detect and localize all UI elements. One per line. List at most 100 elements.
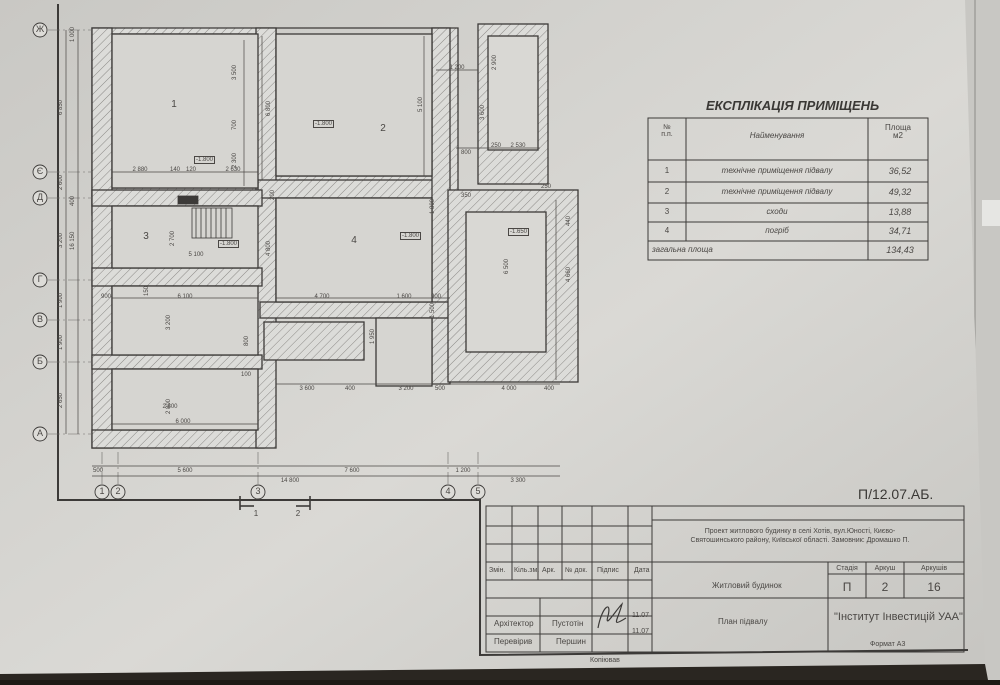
dimension-text: 1 950 <box>370 328 376 344</box>
axis-number: 5 <box>475 486 481 496</box>
explication-row-name: погріб <box>765 226 789 235</box>
axis-letter: Є <box>36 166 44 176</box>
dimension-text: 1 200 <box>455 468 471 474</box>
sheet-title: План підвалу <box>718 617 768 626</box>
dimension-text: 4 660 <box>566 266 572 282</box>
stage-label: Стадія <box>836 565 858 572</box>
dimension-text: 440 <box>566 215 572 226</box>
dimension-text: 1 900 <box>58 292 64 308</box>
drawing-frame <box>57 4 969 657</box>
dimension-text: 1 000 <box>70 26 76 42</box>
dimension-text: 3 600 <box>299 386 315 392</box>
explication-row-area: 13,88 <box>888 207 912 217</box>
explication-row-area: 49,32 <box>888 187 912 197</box>
level-mark: -1.800 <box>400 232 422 240</box>
dimension-text: 5 100 <box>418 96 424 112</box>
dimension-text: 200 <box>270 189 276 200</box>
dimension-text: 500 <box>92 468 104 474</box>
dimension-text: 2 700 <box>170 230 176 246</box>
axis-number: 3 <box>255 486 261 496</box>
drawing-code: П/12.07.АБ. <box>858 486 934 502</box>
col-header: Арк. <box>542 567 556 574</box>
room-number: 4 <box>351 235 357 246</box>
dimension-text: 3 200 <box>166 314 172 330</box>
dimension-text: 1 600 <box>396 294 412 300</box>
format-label: Формат А3 <box>870 641 906 648</box>
dimension-text: 900 <box>430 294 442 300</box>
dimension-text: 5 100 <box>188 252 204 258</box>
staircase <box>177 195 233 239</box>
explication-row-num: 2 <box>664 187 670 196</box>
plan-rooms <box>111 33 433 431</box>
dimension-text: 6 850 <box>58 99 64 115</box>
dimension-text: 1 500 <box>430 302 436 318</box>
room-number: 3 <box>143 231 149 242</box>
explication-total-value: 134,43 <box>886 245 914 255</box>
axis-letter: Б <box>37 356 43 366</box>
dimension-text: 14 800 <box>280 478 300 484</box>
plan-walls <box>91 23 579 449</box>
explication-row-name: технічне приміщення підвалу <box>721 166 833 175</box>
dimension-text: 4 700 <box>314 294 330 300</box>
architect-name: Пустотін <box>552 619 584 628</box>
dimension-text: 3 600 <box>480 104 486 120</box>
section-marks <box>239 496 311 510</box>
explication-header-num: № п.п. <box>661 124 673 138</box>
stage-value: П <box>842 580 852 594</box>
section-mark-number: 2 <box>295 509 301 518</box>
col-header: № док. <box>565 567 588 574</box>
dimension-text: 800 <box>244 335 250 346</box>
dimension-text: 2 900 <box>492 54 498 70</box>
under-sheet-patch <box>982 200 1000 226</box>
dimension-text: 6 000 <box>175 419 191 425</box>
dimension-text: 400 <box>344 386 356 392</box>
axis-letter: Д <box>36 192 44 202</box>
dimension-text: 3 500 <box>232 64 238 80</box>
axis-number: 4 <box>445 486 451 496</box>
dimension-text: 4 800 <box>266 240 272 256</box>
dimension-text: 2 530 <box>510 143 526 149</box>
dimension-text: 250 <box>490 143 502 149</box>
explication-row-num: 4 <box>664 226 670 235</box>
sheets-label: Аркушів <box>920 565 948 572</box>
axis-letter: Г <box>37 274 43 284</box>
dimension-text: 140 <box>169 167 181 173</box>
dimension-text: 2 880 <box>132 167 148 173</box>
section-mark-number: 1 <box>253 509 259 518</box>
sheet-label: Аркуш <box>874 565 896 572</box>
dimension-text: 5 600 <box>177 468 193 474</box>
level-mark: -1.800 <box>218 240 240 248</box>
dimension-text: 16 150 <box>70 231 76 250</box>
dimension-text: 2 800 <box>166 398 172 414</box>
dimension-text: 400 <box>70 195 76 206</box>
explication-row-area: 36,52 <box>888 166 912 176</box>
dimension-lines <box>65 30 560 477</box>
signature <box>597 602 627 629</box>
dimension-text: 6 100 <box>177 294 193 300</box>
axis-letter: В <box>36 314 44 324</box>
room-number: 2 <box>380 123 386 134</box>
explication-total-label: загальна площа <box>652 245 713 254</box>
axis-number: 1 <box>99 486 105 496</box>
axis-lines <box>48 29 479 488</box>
sheets-value: 16 <box>927 580 941 594</box>
level-mark: -1.650 <box>508 228 530 236</box>
dimension-text: 2 630 <box>225 167 241 173</box>
dimension-text: 3 200 <box>58 232 64 248</box>
room-number: 1 <box>171 99 177 110</box>
dimension-text: 700 <box>232 119 238 130</box>
checker-name: Першин <box>556 637 586 646</box>
col-header: Дата <box>634 567 650 574</box>
explication-row-area: 34,71 <box>888 226 912 236</box>
explication-header-area: Площа м2 <box>885 123 911 140</box>
dimension-text: 800 <box>460 150 472 156</box>
explication-row-num: 3 <box>664 207 670 216</box>
sheet-value: 2 <box>881 580 889 594</box>
dimension-text: 2 300 <box>232 152 238 168</box>
dimension-text: 1 800 <box>430 198 436 214</box>
col-header: Змін. <box>489 567 506 574</box>
architect-label: Архітектор <box>494 619 534 628</box>
dimension-text: 2 650 <box>58 392 64 408</box>
